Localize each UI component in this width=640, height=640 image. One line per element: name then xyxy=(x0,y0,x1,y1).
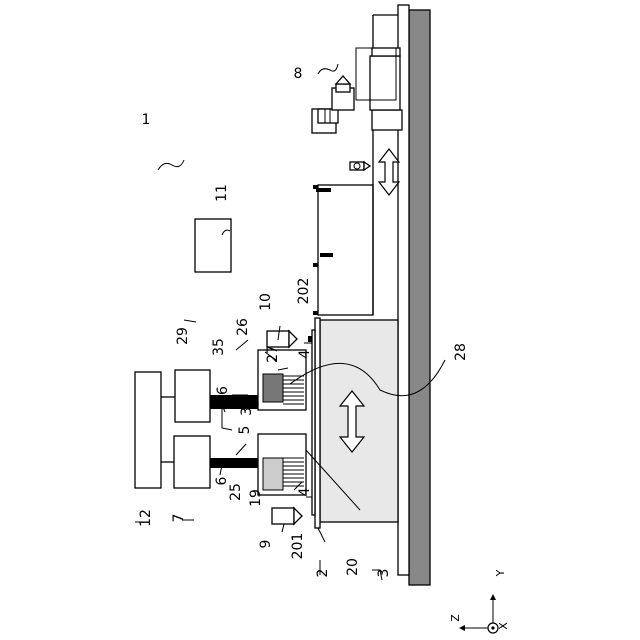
controller-12 xyxy=(135,372,161,488)
label-201: 201 xyxy=(290,533,306,560)
label-5: 5 xyxy=(237,426,253,435)
label-7: 7 xyxy=(171,514,187,523)
label-9: 9 xyxy=(258,540,274,549)
rail-post-a xyxy=(313,311,318,315)
label-3: 3 xyxy=(376,569,392,578)
label-4b: 4 xyxy=(297,487,313,496)
base-rail xyxy=(409,10,430,585)
label-202: 202 xyxy=(296,278,312,305)
axis-indicator xyxy=(459,594,498,633)
camera-9 xyxy=(272,508,302,524)
camera-10 xyxy=(267,331,297,347)
axis-letters: Y Z X xyxy=(449,569,510,629)
label-19: 19 xyxy=(248,489,264,507)
label-25: 25 xyxy=(228,483,244,501)
controller-7 xyxy=(174,436,210,488)
label-26: 26 xyxy=(235,318,251,336)
label-36: 36 xyxy=(215,386,231,404)
substrate xyxy=(315,318,320,528)
label-27: 27 xyxy=(265,345,281,363)
axis-z-label: Z xyxy=(449,614,462,622)
tube-6 xyxy=(210,458,258,468)
controller-29 xyxy=(175,370,210,422)
label-1: 1 xyxy=(142,112,151,128)
upper-move-arrow-icon xyxy=(379,149,399,195)
label-30: 30 xyxy=(239,398,255,416)
label-12: 12 xyxy=(138,509,154,527)
marker-202 xyxy=(308,336,312,342)
label-29: 29 xyxy=(175,327,191,345)
label-10: 10 xyxy=(258,293,274,311)
label-2: 2 xyxy=(315,569,331,578)
label-4a: 4 xyxy=(297,349,313,358)
rail-post-b xyxy=(313,263,318,267)
nozzle-block-27 xyxy=(263,374,283,402)
label-20: 20 xyxy=(345,558,361,576)
label-28: 28 xyxy=(453,343,469,361)
axis-x-label: X xyxy=(497,622,510,630)
axis-y-label: Y xyxy=(494,569,507,577)
platform-upper xyxy=(318,185,373,315)
label-11: 11 xyxy=(214,184,230,202)
camera-11 xyxy=(195,219,231,272)
nozzle-block-25 xyxy=(263,458,283,490)
moving-stage xyxy=(320,320,398,522)
label-8: 8 xyxy=(294,66,303,82)
label-35: 35 xyxy=(211,338,227,356)
